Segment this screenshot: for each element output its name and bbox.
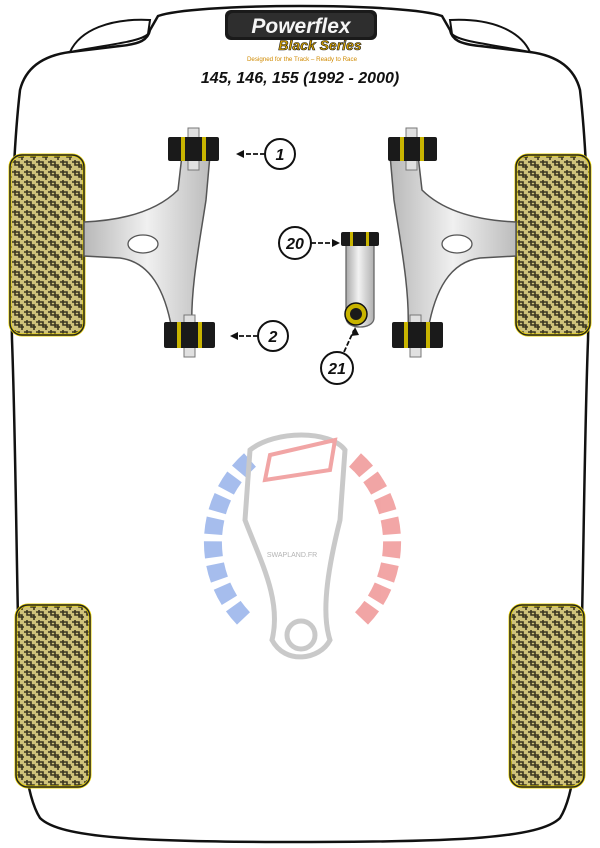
tyre-rear-left [14,603,92,789]
brand-series: Black Series [278,37,361,53]
car-body-outline [10,4,590,844]
wishbone-arm-right [389,154,517,331]
callout-20: 20 [278,226,340,260]
tyre-front-right [514,153,592,337]
callout-21-label: 21 [327,361,346,378]
brand-tagline: Designed for the Track – Ready to Race [247,56,358,63]
callout-2-label: 2 [268,329,278,346]
bush-front-right-lower [392,314,443,358]
bush-front-left-lower [164,314,215,358]
model-title: 145, 146, 155 (1992 - 2000) [201,70,399,87]
callout-21: 21 [320,327,359,385]
callout-2: 2 [230,320,289,352]
tyre-rear-right [508,603,586,789]
callout-1: 1 [236,138,296,170]
brand-name: Powerflex [251,15,352,38]
drop-link [341,232,379,328]
watermark-text: SWAPLAND.FR [267,552,317,559]
watermark-ring-red [348,453,402,627]
bush-front-left-upper [168,127,219,171]
bush-front-right-upper [388,127,437,171]
callout-1-label: 1 [276,147,285,164]
callout-20-label: 20 [285,236,304,253]
watermark-ring-blue [203,453,257,627]
wishbone-arm-left [83,154,211,331]
brand-logo: Powerflex Black Series Designed for the … [225,10,377,63]
swapland-watermark: SWAPLAND.FR [203,432,402,660]
tyre-front-left [8,153,86,337]
piston-watermark-icon [242,432,348,660]
